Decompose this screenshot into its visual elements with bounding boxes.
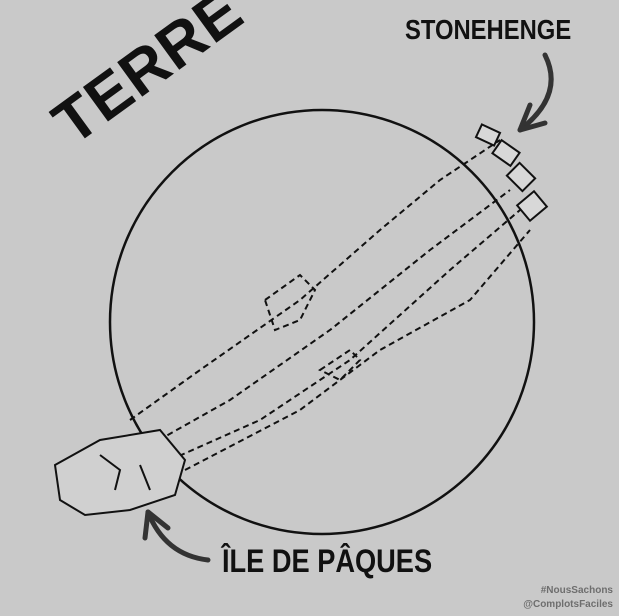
dashed-figure — [129, 139, 531, 471]
label-stonehenge: STONEHENGE — [405, 14, 572, 45]
moai-drawing — [53, 428, 187, 517]
credit-hashtag: #NousSachons — [540, 585, 613, 596]
arrow-ile-icon — [145, 509, 211, 563]
arrow-stonehenge-icon — [517, 52, 554, 133]
credits: #NousSachons @ComplotsFaciles — [523, 584, 613, 612]
label-ile-de-paques: ÎLE DE PÂQUES — [222, 543, 433, 579]
earth-circle — [108, 108, 536, 536]
credit-handle: @ComplotsFaciles — [523, 599, 613, 610]
stonehenge-drawing — [474, 123, 549, 223]
